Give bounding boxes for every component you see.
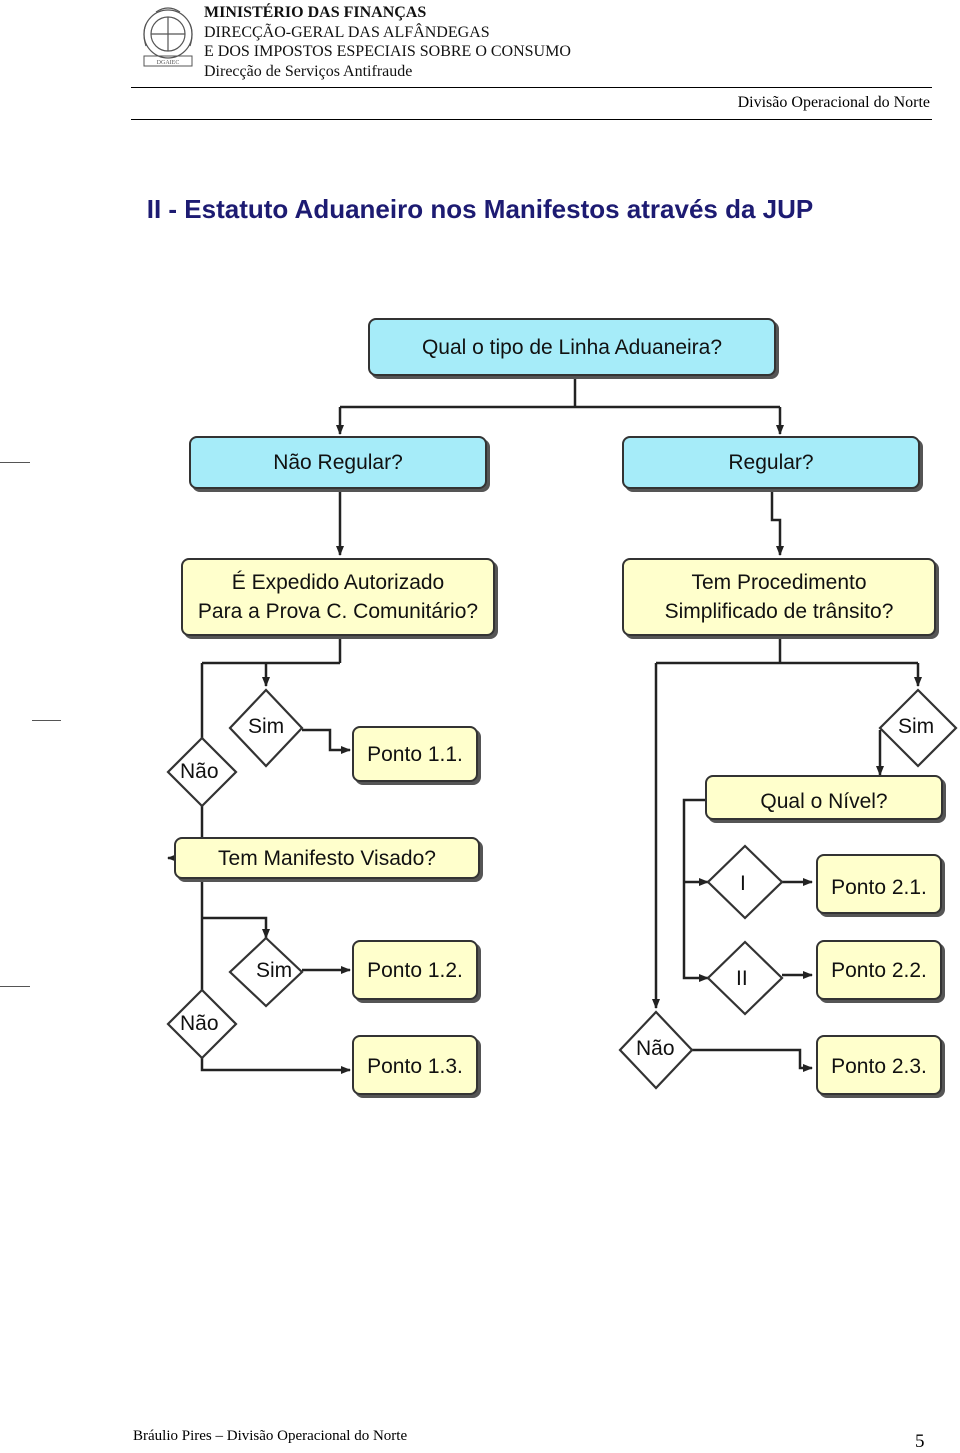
header-service: Direcção de Serviços Antifraude (204, 63, 413, 80)
decision-diamond-sim-3 (878, 688, 958, 768)
result-ponto-1-2: Ponto 1.2. (352, 940, 478, 1000)
label-sim-2: Sim (256, 959, 293, 982)
connector (692, 1048, 813, 1072)
question-manifesto-visado: Tem Manifesto Visado? (174, 837, 480, 879)
margin-mark (32, 720, 61, 721)
label-nivel-i: I (740, 872, 746, 895)
result-ponto-1-1: Ponto 1.1. (352, 726, 478, 782)
label-sim-1: Sim (248, 715, 285, 738)
option-nao-regular: Não Regular? (189, 436, 487, 489)
connector (202, 916, 270, 939)
page-number: 5 (915, 1431, 925, 1452)
header-directorate-line2: E DOS IMPOSTOS ESPECIAIS SOBRE O CONSUMO (204, 43, 571, 60)
result-ponto-1-3: Ponto 1.3. (352, 1035, 478, 1095)
decision-diamond-nao-3 (618, 1010, 694, 1090)
coat-of-arms-icon: DGAIEC (143, 7, 193, 67)
header-directorate-line1: DIRECÇÃO-GERAL DAS ALFÂNDEGAS (204, 24, 490, 41)
header-division: Divisão Operacional do Norte (737, 94, 930, 111)
result-ponto-2-2: Ponto 2.2. (816, 940, 942, 1000)
decision-diamond-sim-2 (228, 936, 304, 1008)
label-nao-3: Não (636, 1037, 675, 1060)
header-divider-bottom (131, 119, 932, 120)
connector (302, 728, 351, 754)
decision-diamond-i (706, 844, 784, 920)
result-ponto-2-3: Ponto 2.3. (816, 1035, 942, 1095)
footer-author: Bráulio Pires – Divisão Operacional do N… (133, 1428, 408, 1444)
question-line-type: Qual o tipo de Linha Aduaneira? (368, 318, 776, 376)
margin-mark (0, 986, 30, 987)
label-sim-3: Sim (898, 715, 935, 738)
result-ponto-2-1: Ponto 2.1. (816, 854, 942, 914)
label-nao-1: Não (180, 760, 219, 783)
question-procedimento-simplificado: Tem Procedimento Simplificado de trânsit… (622, 558, 936, 636)
margin-mark (0, 462, 30, 463)
header-divider (131, 87, 932, 88)
connector (770, 490, 784, 556)
decision-diamond-sim-1 (228, 688, 304, 768)
connector (200, 1058, 351, 1074)
header-ministry: MINISTÉRIO DAS FINANÇAS (204, 4, 427, 21)
connector (682, 798, 709, 982)
page-title: II - Estatuto Aduaneiro nos Manifestos a… (146, 194, 814, 224)
svg-text:DGAIEC: DGAIEC (157, 60, 180, 66)
question-qual-nivel: Qual o Nível? (705, 775, 943, 820)
decision-diamond-nao-1 (166, 736, 238, 808)
label-nao-2: Não (180, 1012, 219, 1035)
decision-diamond-nao-2 (166, 988, 238, 1060)
question-expedido-autorizado: É Expedido Autorizado Para a Prova C. Co… (181, 558, 495, 636)
decision-diamond-ii (706, 940, 784, 1016)
label-nivel-ii: II (736, 967, 748, 990)
option-regular: Regular? (622, 436, 920, 489)
